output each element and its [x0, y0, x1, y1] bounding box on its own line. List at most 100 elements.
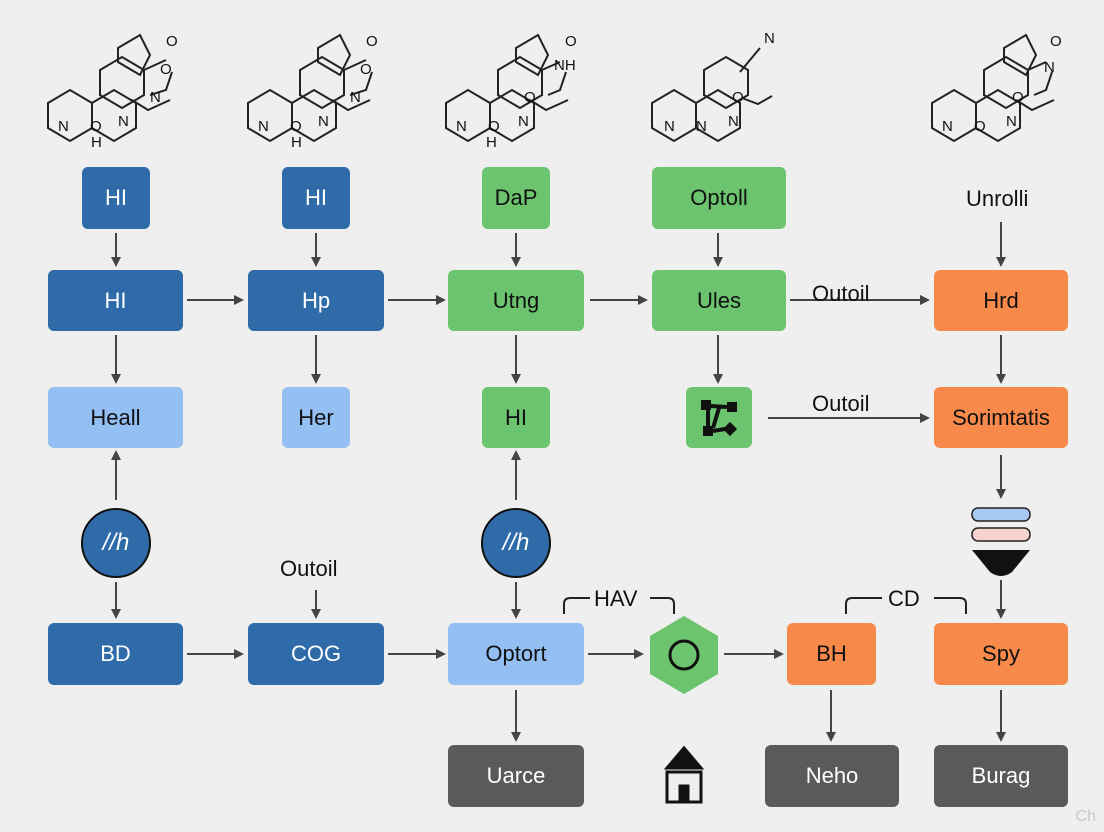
- network-icon: [701, 399, 738, 436]
- atom-label: N: [1006, 113, 1017, 130]
- node-c5-top-label: Unrolli: [966, 186, 1029, 211]
- edge-label-outoil: Outoil: [812, 391, 870, 416]
- node-label: Burag: [971, 763, 1031, 788]
- node-burag: Burag: [934, 745, 1068, 807]
- molecule-structure-3: [445, 33, 569, 143]
- node-bd: BD: [48, 623, 183, 685]
- atom-label: H: [291, 134, 302, 151]
- node-optort: Optort: [448, 623, 584, 685]
- molecule-structure-5: [931, 33, 1055, 143]
- circle-node-c3: //h: [481, 508, 551, 578]
- node-label: Hp: [301, 287, 331, 313]
- atom-label: N: [118, 113, 129, 130]
- atom-label: N: [456, 118, 467, 135]
- molecule-structure-1: [47, 33, 173, 143]
- node-label: Hrd: [983, 287, 1019, 313]
- node-sorimtatis: Sorimtatis: [934, 387, 1068, 448]
- atom-label: N: [58, 118, 69, 135]
- edge-label-outoil: Outoil: [280, 556, 338, 581]
- hav-bracket: [563, 597, 675, 614]
- node-cog: COG: [248, 623, 384, 685]
- node-label: HI: [505, 404, 527, 430]
- node-label: BH: [816, 641, 847, 666]
- node-c4-top: Optoll: [652, 167, 786, 229]
- cd-bracket: [845, 597, 967, 614]
- atom-label: O: [360, 61, 372, 78]
- node-spy: Spy: [934, 623, 1068, 685]
- node-c3-top: DaP: [482, 167, 550, 229]
- atom-label: O: [366, 33, 378, 50]
- edge-label-hav: HAV: [594, 586, 638, 611]
- node-c3-mid: Utng: [448, 270, 584, 331]
- atom-label: O: [1050, 33, 1062, 50]
- atom-label: N: [664, 118, 675, 135]
- circle-node-c1: //h: [81, 508, 151, 578]
- atom-label: N: [518, 113, 529, 130]
- node-label: COG: [290, 641, 342, 666]
- atom-label: O: [524, 89, 536, 106]
- node-c2-mid: Hp: [248, 270, 384, 331]
- node-label: DaP: [494, 185, 538, 210]
- atom-label: N: [150, 89, 161, 106]
- node-c4-mid: Ules: [652, 270, 786, 331]
- atom-label: N: [258, 118, 269, 135]
- atom-label: O: [166, 33, 178, 50]
- node-label: HI: [105, 185, 127, 210]
- node-label: Sorimtatis: [952, 404, 1050, 430]
- node-label: Neho: [805, 763, 859, 788]
- edge-label-outoil: Outoil: [812, 281, 870, 306]
- node-label: HI: [104, 287, 127, 313]
- node-label: Spy: [982, 641, 1020, 666]
- node-c3-hl: HI: [482, 387, 550, 448]
- hexagon-node: [650, 616, 718, 694]
- node-c2-top: HI: [282, 167, 350, 229]
- molecule-structure-2: [247, 33, 373, 143]
- molecule-structure-4: [651, 47, 773, 143]
- node-label: Utng: [492, 287, 540, 313]
- node-c1-top: HI: [82, 167, 150, 229]
- atom-label: N: [728, 113, 739, 130]
- node-hrd: Hrd: [934, 270, 1068, 331]
- network-icon-node: [686, 387, 752, 448]
- node-label: Heall: [90, 404, 141, 430]
- node-label: Optort: [485, 641, 547, 666]
- atom-label: O: [290, 118, 302, 135]
- atom-label: N: [696, 118, 707, 135]
- atom-label: N: [942, 118, 953, 135]
- atom-label: O: [488, 118, 500, 135]
- circle-icon: [668, 639, 700, 671]
- atom-label: N: [1044, 59, 1055, 76]
- watermark: Ch: [1075, 808, 1096, 825]
- atom-label: H: [91, 134, 102, 151]
- node-label: Ules: [696, 287, 741, 313]
- node-label: Optoll: [690, 185, 748, 210]
- atom-label: N: [350, 89, 361, 106]
- node-label: Her: [298, 404, 334, 430]
- node-label: BD: [100, 641, 131, 666]
- atom-label: NH: [554, 57, 576, 74]
- node-label: //h: [102, 529, 130, 556]
- node-label: //h: [502, 529, 530, 556]
- node-label: Uarce: [486, 763, 546, 788]
- atom-label: O: [160, 61, 172, 78]
- atom-label: O: [90, 118, 102, 135]
- node-heall: Heall: [48, 387, 183, 448]
- edge-label-cd: CD: [888, 586, 920, 611]
- node-her: Her: [282, 387, 350, 448]
- stacked-bars-icon: [971, 507, 1031, 542]
- atom-label: O: [974, 118, 986, 135]
- atom-label: O: [565, 33, 577, 50]
- node-label: HI: [305, 185, 327, 210]
- atom-label: N: [764, 30, 775, 47]
- atom-label: H: [486, 134, 497, 151]
- badge-icon: [972, 550, 1030, 576]
- atom-label: O: [1012, 89, 1024, 106]
- atom-label: O: [732, 89, 744, 106]
- node-c1-mid: HI: [48, 270, 183, 331]
- home-upload-icon: [663, 745, 705, 804]
- node-bh: BH: [787, 623, 876, 685]
- node-neho: Neho: [765, 745, 899, 807]
- node-uarce: Uarce: [448, 745, 584, 807]
